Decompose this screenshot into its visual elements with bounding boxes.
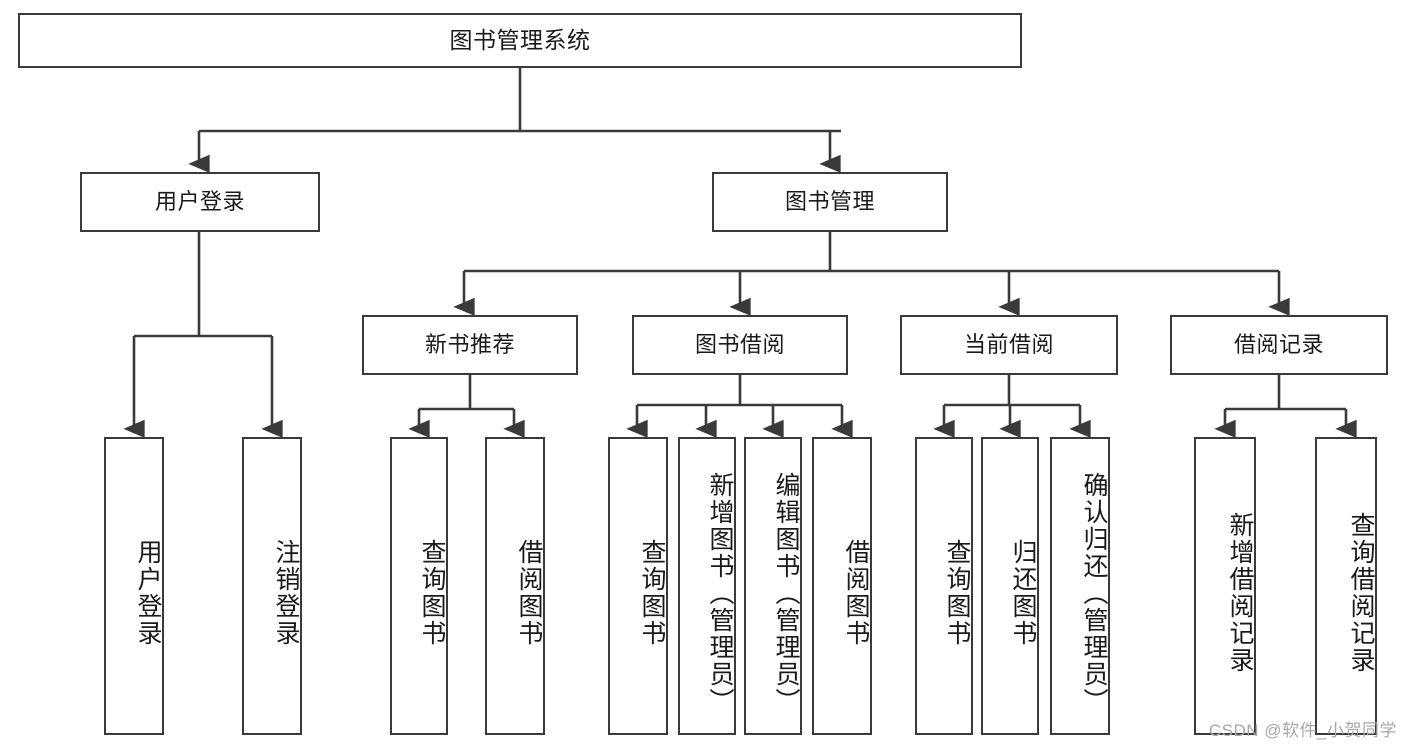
node-new-book-recommend[interactable]: 新书推荐 bbox=[362, 315, 578, 375]
node-label: 当前借阅 bbox=[963, 331, 1054, 357]
leaf-records-add-record[interactable]: 新增借阅记录 bbox=[1194, 437, 1256, 735]
leaf-new-book-borrow[interactable]: 借阅图书 bbox=[485, 437, 545, 735]
node-label: 借阅图书 bbox=[842, 539, 870, 647]
node-borrow-records[interactable]: 借阅记录 bbox=[1170, 315, 1388, 375]
node-user-login[interactable]: 用户登录 bbox=[80, 172, 320, 232]
node-label: 新增借阅记录 bbox=[1226, 512, 1254, 674]
node-label: 图书管理 bbox=[784, 188, 875, 214]
leaf-user-login-login[interactable]: 用户登录 bbox=[104, 437, 164, 735]
node-label: 查询图书 bbox=[638, 539, 666, 647]
node-label: 归还图书 bbox=[1009, 539, 1037, 647]
leaf-new-book-query[interactable]: 查询图书 bbox=[390, 437, 448, 735]
csdn-watermark: CSDN @软件_小贺同学 bbox=[1208, 721, 1397, 740]
leaf-borrow-borrow-book[interactable]: 借阅图书 bbox=[812, 437, 872, 735]
leaf-current-return-book[interactable]: 归还图书 bbox=[981, 437, 1039, 735]
leaf-records-query-record[interactable]: 查询借阅记录 bbox=[1315, 437, 1377, 735]
node-label: 编辑图书（管理员） bbox=[772, 471, 800, 715]
node-label: 新增图书（管理员） bbox=[706, 471, 734, 715]
node-label: 借阅图书 bbox=[515, 539, 543, 647]
node-label: 确认归还（管理员） bbox=[1080, 471, 1108, 715]
node-label: 查询图书 bbox=[418, 539, 446, 647]
node-current-borrow[interactable]: 当前借阅 bbox=[900, 315, 1118, 375]
leaf-user-login-logout[interactable]: 注销登录 bbox=[242, 437, 302, 735]
node-label: 用户登录 bbox=[134, 539, 162, 647]
leaf-current-confirm-return-admin[interactable]: 确认归还（管理员） bbox=[1050, 437, 1110, 735]
leaf-borrow-add-book-admin[interactable]: 新增图书（管理员） bbox=[678, 437, 736, 735]
node-label: 图书管理系统 bbox=[449, 26, 591, 53]
node-label: 图书借阅 bbox=[694, 331, 785, 357]
node-label: 借阅记录 bbox=[1233, 331, 1324, 357]
node-label: 查询图书 bbox=[943, 539, 971, 647]
node-label: 查询借阅记录 bbox=[1347, 512, 1375, 674]
node-label: 新书推荐 bbox=[424, 331, 515, 357]
leaf-borrow-edit-book-admin[interactable]: 编辑图书（管理员） bbox=[744, 437, 802, 735]
node-book-borrow[interactable]: 图书借阅 bbox=[632, 315, 848, 375]
node-label: 用户登录 bbox=[154, 188, 245, 214]
node-book-management[interactable]: 图书管理 bbox=[712, 172, 948, 232]
node-root-system[interactable]: 图书管理系统 bbox=[18, 13, 1022, 68]
leaf-borrow-query-book[interactable]: 查询图书 bbox=[608, 437, 668, 735]
leaf-current-query-book[interactable]: 查询图书 bbox=[915, 437, 973, 735]
node-label: 注销登录 bbox=[272, 539, 300, 647]
